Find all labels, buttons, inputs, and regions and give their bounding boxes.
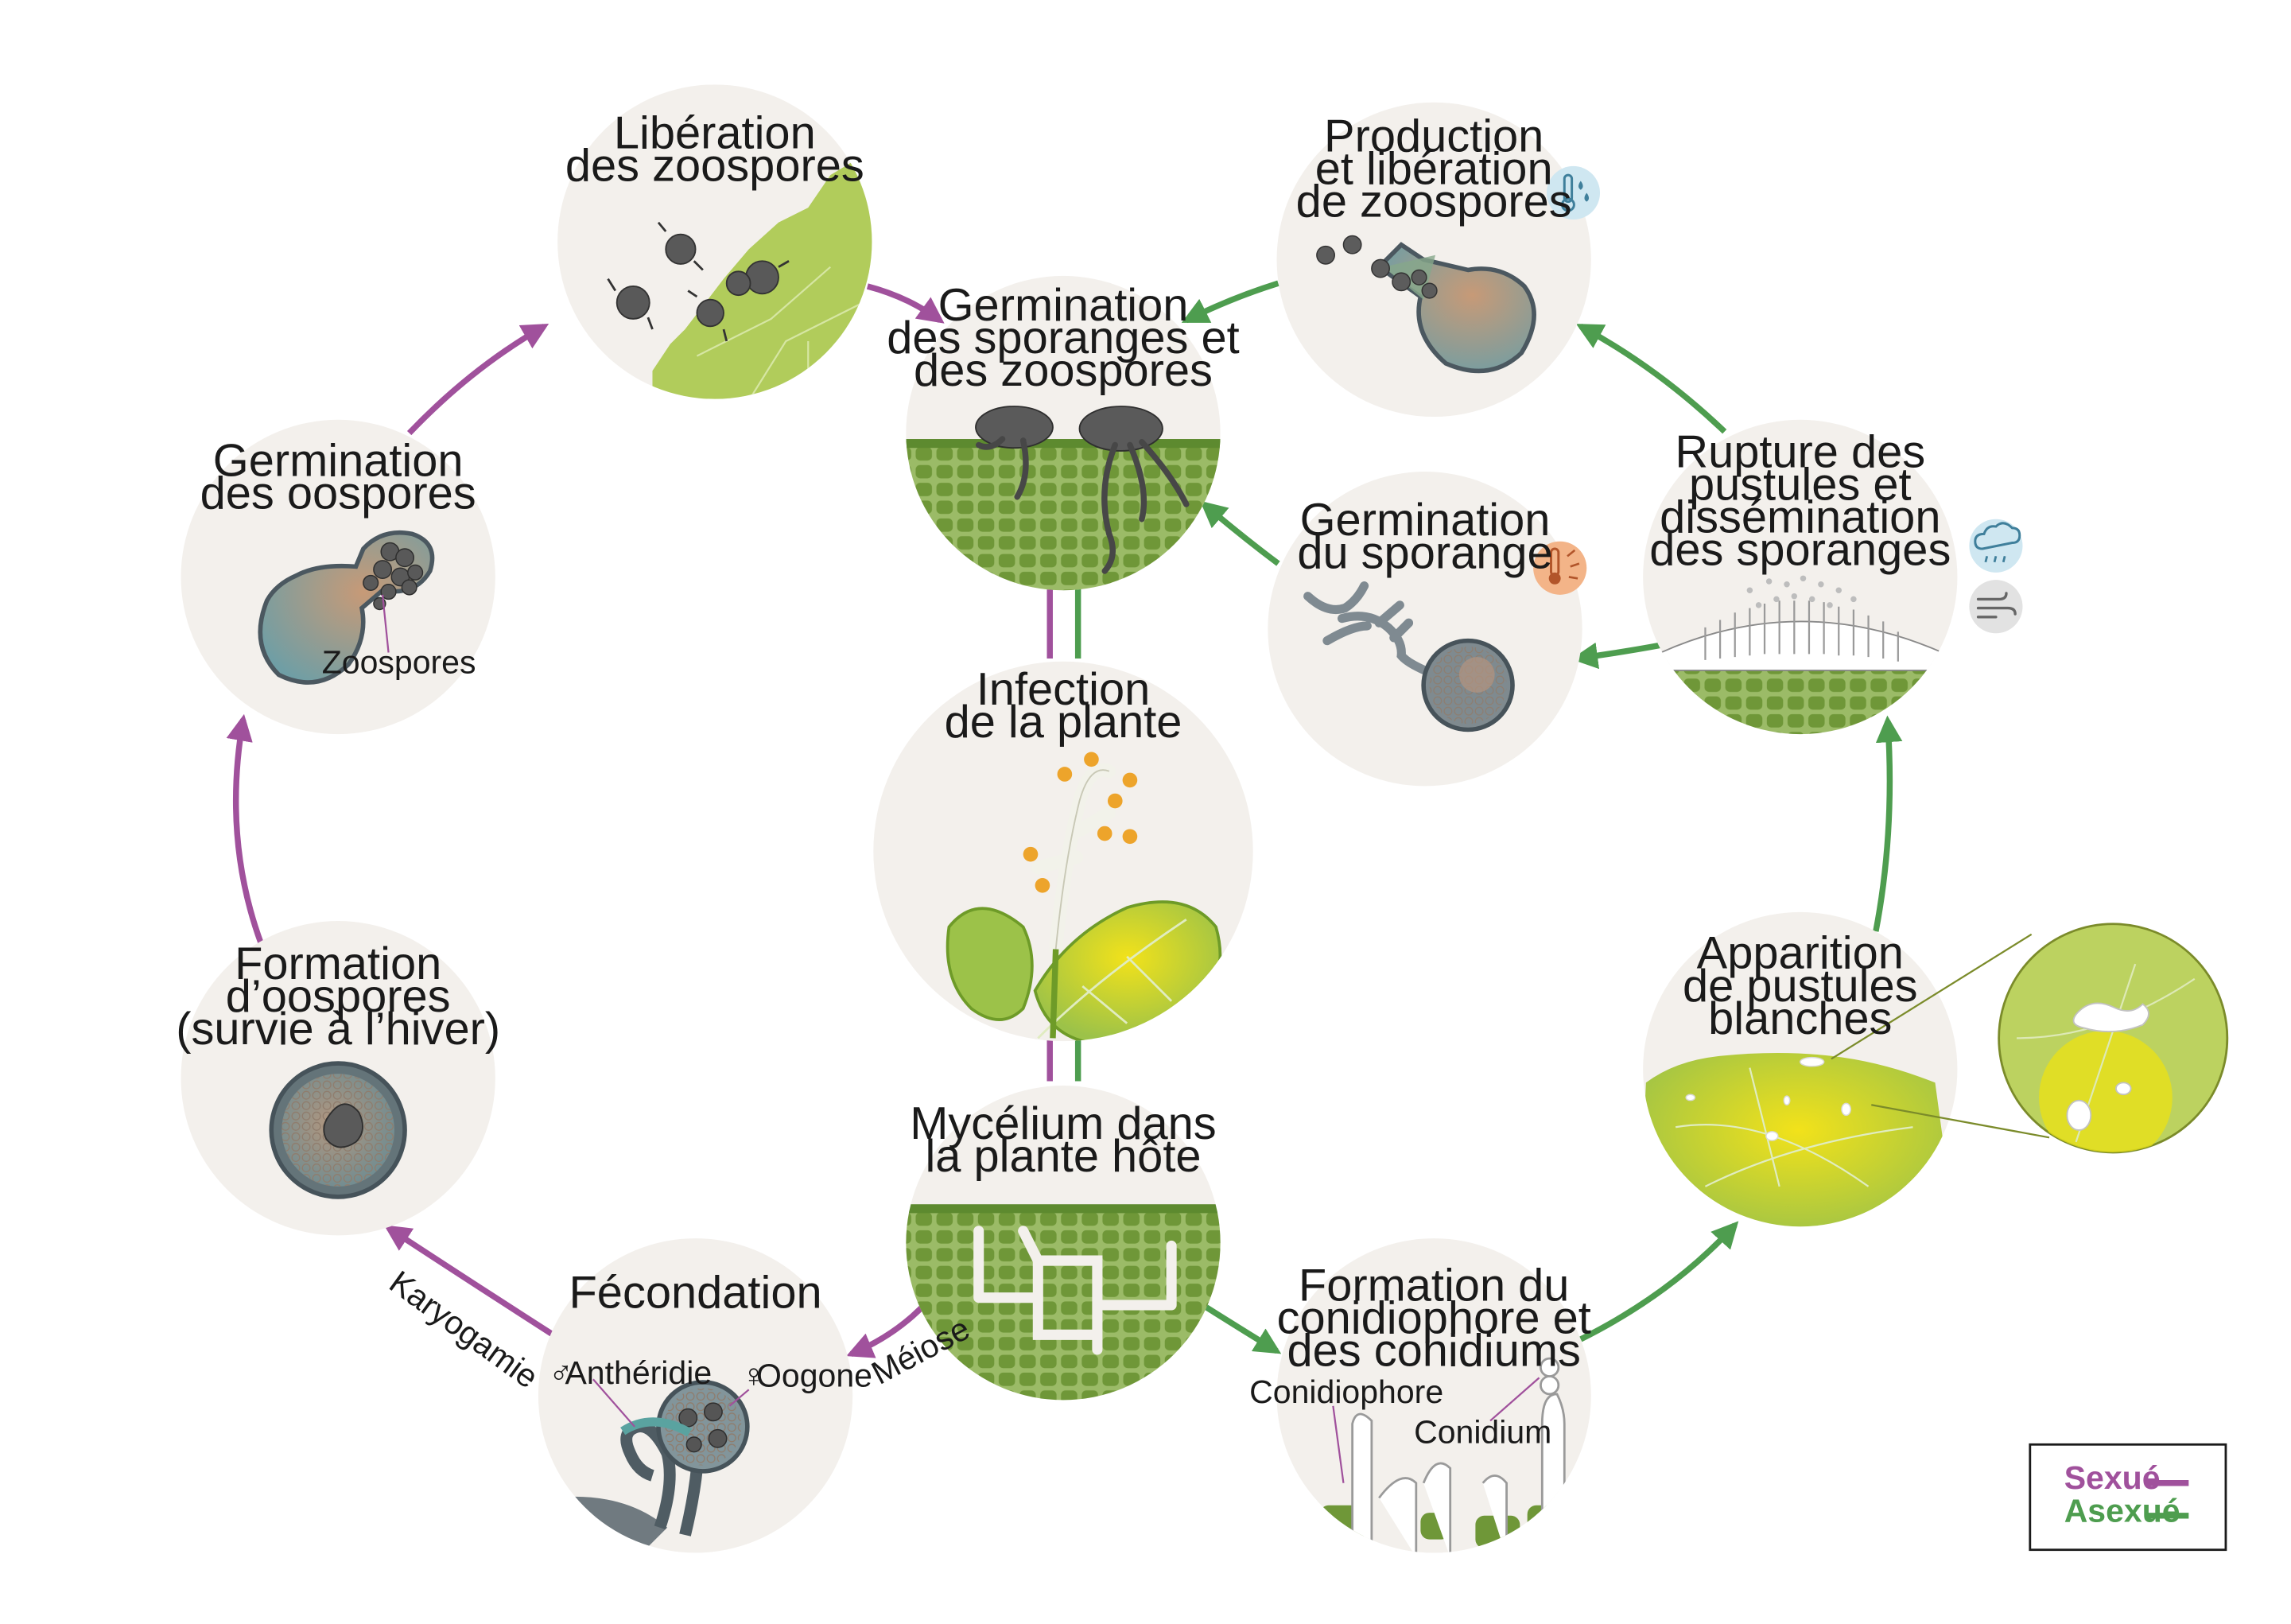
arrow-fecondation-to-formation bbox=[383, 1225, 555, 1338]
node-rupture-pustules: Rupture des pustules et dissémination de… bbox=[1643, 419, 2023, 735]
wind-icon bbox=[1969, 580, 2023, 634]
title-line-4: des sporanges bbox=[1649, 525, 1951, 576]
arrow-liberation-to-germination bbox=[866, 283, 945, 324]
arrow-conidiophore-to-apparition bbox=[1579, 1221, 1739, 1342]
title-line-2: des oospores bbox=[200, 468, 476, 519]
arrow-rupture-to-production bbox=[1575, 324, 1727, 434]
conidium-label: Conidium bbox=[1414, 1413, 1551, 1450]
meiose-label: Méiose bbox=[865, 1310, 975, 1392]
node-germination-sporange: Germination du sporange bbox=[1268, 472, 1587, 787]
title-line-2: d’oospores bbox=[226, 971, 451, 1022]
arrow-germ-sporange-to-germination bbox=[1200, 500, 1280, 566]
title-line-2: de la plante bbox=[945, 697, 1182, 748]
rain-cloud-icon bbox=[1969, 519, 2023, 573]
arrow-formation-to-germ-oospores bbox=[226, 713, 264, 945]
germ-tube-illustration bbox=[1303, 581, 1440, 680]
arrow-apparition-to-rupture bbox=[1873, 715, 1903, 932]
title-line-3: des zoospores bbox=[914, 345, 1213, 396]
released-zoospores bbox=[1316, 235, 1438, 299]
title-line-2: pustules et bbox=[1689, 459, 1912, 510]
title-line-2: conidiophore et bbox=[1277, 1292, 1591, 1343]
node-formation-oospores: Formation d’oospores (survie à l’hiver) bbox=[176, 921, 500, 1236]
arrow-production-to-germination bbox=[1181, 280, 1279, 324]
antheridie-illustration bbox=[620, 1417, 692, 1437]
sporangia-dispersal-dots bbox=[1746, 575, 1857, 608]
zoospore-cluster bbox=[363, 542, 424, 611]
leaf-with-pustules-illustration bbox=[1643, 1053, 1958, 1227]
germinating-sporangia-illustration bbox=[975, 406, 1190, 574]
legend: Sexué Asexué bbox=[2029, 1443, 2227, 1552]
title-line-2: des zoospores bbox=[565, 141, 864, 192]
title-line-1: Germination bbox=[938, 280, 1189, 331]
node-mycelium: Mycélium dans la plante hôte bbox=[906, 1086, 1221, 1401]
antheridie-label: Anthéridie bbox=[565, 1354, 712, 1391]
title-line-1: Production bbox=[1324, 111, 1544, 161]
female-symbol: ♀ bbox=[741, 1358, 766, 1394]
node-infection: Infection de la plante bbox=[873, 661, 1253, 1042]
title-line-1: Libération bbox=[614, 108, 816, 159]
conidiophore-label: Conidiophore bbox=[1249, 1373, 1443, 1410]
thermometer-warm-icon bbox=[1533, 541, 1587, 595]
title-line-1: Formation du bbox=[1299, 1260, 1570, 1311]
title-line-2: du sporange bbox=[1297, 527, 1552, 578]
zoospores-label: Zoospores bbox=[322, 644, 476, 681]
oogone-label: Oogone bbox=[756, 1358, 872, 1394]
title-line-3: de zoospores bbox=[1296, 176, 1572, 227]
title-line-3: blanches bbox=[1708, 993, 1892, 1044]
arrow-mycelium-to-conidiophore bbox=[1196, 1300, 1282, 1354]
male-symbol: ♂ bbox=[549, 1354, 573, 1391]
title-line-1: Formation bbox=[235, 938, 441, 989]
title-line-1: Infection bbox=[977, 664, 1151, 715]
connectors bbox=[226, 280, 1903, 1358]
title-line-1: Rupture des bbox=[1675, 426, 1925, 477]
node-apparition-pustules: Apparition de pustules blanches bbox=[1643, 911, 2229, 1227]
node-germination-sporanges: Germination des sporanges et des zoospor… bbox=[887, 275, 1240, 591]
node-production-zoospores: Production et libération de zoospores bbox=[1276, 102, 1601, 418]
title-line-2: et libération bbox=[1315, 143, 1553, 194]
title-line-1: Germination bbox=[213, 436, 464, 487]
legend-asexual-label: Asexué bbox=[2064, 1492, 2180, 1529]
mycelium-hyphae bbox=[973, 1226, 1177, 1355]
thermometer-humidity-icon bbox=[1546, 165, 1601, 220]
title-line-3: dissémination bbox=[1660, 491, 1940, 542]
title-line-2: de pustules bbox=[1683, 961, 1918, 1012]
node-fecondation: ♂ Anthéridie ♀ Oogone Fécondation bbox=[538, 1238, 872, 1553]
zoospores-illustration bbox=[607, 221, 790, 342]
title-line-1: Apparition bbox=[1697, 928, 1904, 979]
conidiophore-illustration bbox=[1351, 1393, 1566, 1553]
title-line-2: des sporanges et bbox=[887, 313, 1239, 363]
title-line-1: Germination bbox=[1300, 495, 1551, 546]
legend-box bbox=[2029, 1443, 2227, 1552]
arrow-rupture-to-germ-sporange bbox=[1571, 642, 1662, 670]
legend-sexual-label: Sexué bbox=[2064, 1459, 2161, 1496]
arrow-oospores-germ-to-liberation bbox=[406, 323, 549, 436]
node-liberation-zoospores: Libération des zoospores bbox=[557, 84, 872, 399]
title-line-1: Fécondation bbox=[569, 1268, 822, 1319]
title-line-3: des conidiums bbox=[1287, 1325, 1580, 1376]
karyogamie-label: Karyogamie bbox=[382, 1264, 545, 1396]
title-line-3: (survie à l’hiver) bbox=[176, 1004, 500, 1055]
title-line-2: la plante hôte bbox=[925, 1131, 1201, 1182]
title-line-1: Mycélium dans bbox=[910, 1098, 1216, 1149]
node-formation-conidiophore: Conidiophore Conidium Formation du conid… bbox=[1249, 1238, 1591, 1553]
node-germination-oospores: Zoospores Germination des oospores bbox=[181, 419, 495, 735]
